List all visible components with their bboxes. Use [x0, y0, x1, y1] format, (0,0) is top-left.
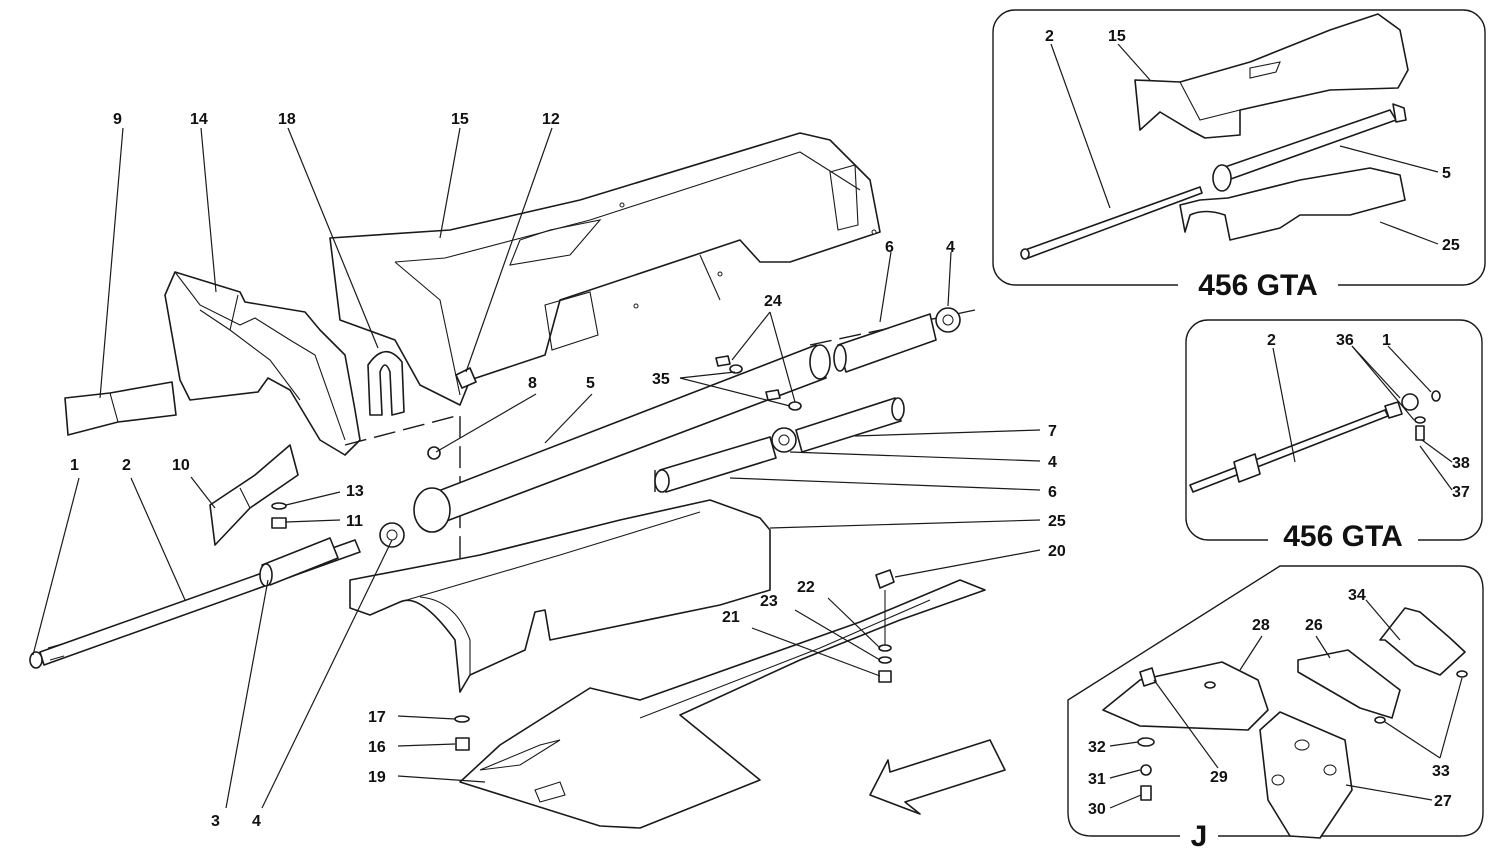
- gear-4-right: [935, 307, 961, 333]
- callout: 16: [368, 739, 386, 756]
- callout: 1: [70, 457, 79, 474]
- callout: 19: [368, 769, 386, 786]
- bolt-16: [455, 737, 470, 751]
- main-view: [29, 132, 1006, 829]
- arrow-icon: [869, 739, 1006, 815]
- callout: 5: [586, 375, 595, 392]
- washer-17: [454, 715, 470, 723]
- cap-8: [427, 446, 441, 460]
- underbody-panel-19: [459, 579, 986, 829]
- callout: 11: [346, 513, 363, 530]
- callout: 6: [885, 239, 894, 256]
- callout: 23: [760, 593, 778, 610]
- gear-4-left: [379, 522, 405, 548]
- callout: 33: [1432, 763, 1450, 780]
- callout: 24: [764, 293, 782, 310]
- bracket-10: [209, 444, 299, 546]
- callout: 5: [1442, 165, 1451, 182]
- callout: 14: [190, 111, 208, 128]
- center-line: [344, 414, 461, 690]
- callout: 10: [172, 457, 190, 474]
- leader-lines: [32, 127, 1041, 809]
- inset-title: J: [1191, 820, 1208, 853]
- callout: 3: [211, 813, 220, 830]
- callout: 12: [542, 111, 560, 128]
- sleeve-3: [259, 537, 339, 587]
- callout: 4: [1048, 454, 1057, 471]
- callout: 2: [1267, 332, 1276, 349]
- bracket-9: [64, 381, 177, 436]
- tube-6-middle: [654, 436, 777, 493]
- callout: 28: [1252, 617, 1270, 634]
- u-bracket-18: [367, 350, 405, 416]
- inset-j-bottom: J 34 28 26 29 32 31 30 27 33: [1067, 565, 1484, 856]
- callout: 35: [652, 371, 670, 388]
- tube-7: [795, 397, 905, 453]
- inset-title: 456 GTA: [1198, 269, 1318, 302]
- tunnel-cover-15: [329, 132, 881, 406]
- callout: 30: [1088, 801, 1106, 818]
- bolts-24-35: [715, 355, 802, 411]
- main-callouts: 1 2 3 4 4 4 5 6 6 7 8 9 10 11 12 13 14 1…: [70, 111, 1066, 830]
- callout: 25: [1442, 237, 1460, 254]
- washer-23: [878, 656, 892, 664]
- callout: 25: [1048, 513, 1066, 530]
- callout: 2: [122, 457, 131, 474]
- side-panel-14: [164, 271, 361, 456]
- callout: 18: [278, 111, 296, 128]
- callout: 21: [722, 609, 740, 626]
- bolt-21: [878, 670, 892, 683]
- washer-13: [271, 502, 287, 510]
- callout: 20: [1048, 543, 1066, 560]
- callout: 26: [1305, 617, 1323, 634]
- callout: 15: [1108, 28, 1126, 45]
- callout: 13: [346, 483, 364, 500]
- callout: 6: [1048, 484, 1057, 501]
- callout: 31: [1088, 771, 1106, 788]
- nut-20: [875, 569, 895, 589]
- callout: 29: [1210, 769, 1228, 786]
- callout: 2: [1045, 28, 1054, 45]
- callout: 4: [252, 813, 261, 830]
- callout: 37: [1452, 484, 1470, 501]
- callout: 36: [1336, 332, 1354, 349]
- tunnel-cover-25: [349, 499, 771, 693]
- inset-456gta-middle: 456 GTA 2 36 1 38 37: [1185, 319, 1483, 556]
- callout: 17: [368, 709, 386, 726]
- callout: 9: [113, 111, 122, 128]
- inset-456gta-top: 456 GTA 2 15 5 25: [992, 9, 1486, 304]
- callout: 7: [1048, 423, 1057, 440]
- clip-12: [455, 367, 477, 389]
- callout: 27: [1434, 793, 1452, 810]
- callout: 8: [528, 375, 537, 392]
- bolt-11: [271, 517, 287, 529]
- callout: 15: [451, 111, 469, 128]
- tube-6-upper: [833, 313, 937, 373]
- inset-title: 456 GTA: [1283, 520, 1403, 553]
- callout: 34: [1348, 587, 1366, 604]
- callout: 38: [1452, 455, 1470, 472]
- callout: 22: [797, 579, 815, 596]
- gear-4-mid: [771, 427, 797, 453]
- washer-22: [878, 644, 892, 652]
- callout: 1: [1382, 332, 1391, 349]
- callout: 4: [946, 239, 955, 256]
- callout: 32: [1088, 739, 1106, 756]
